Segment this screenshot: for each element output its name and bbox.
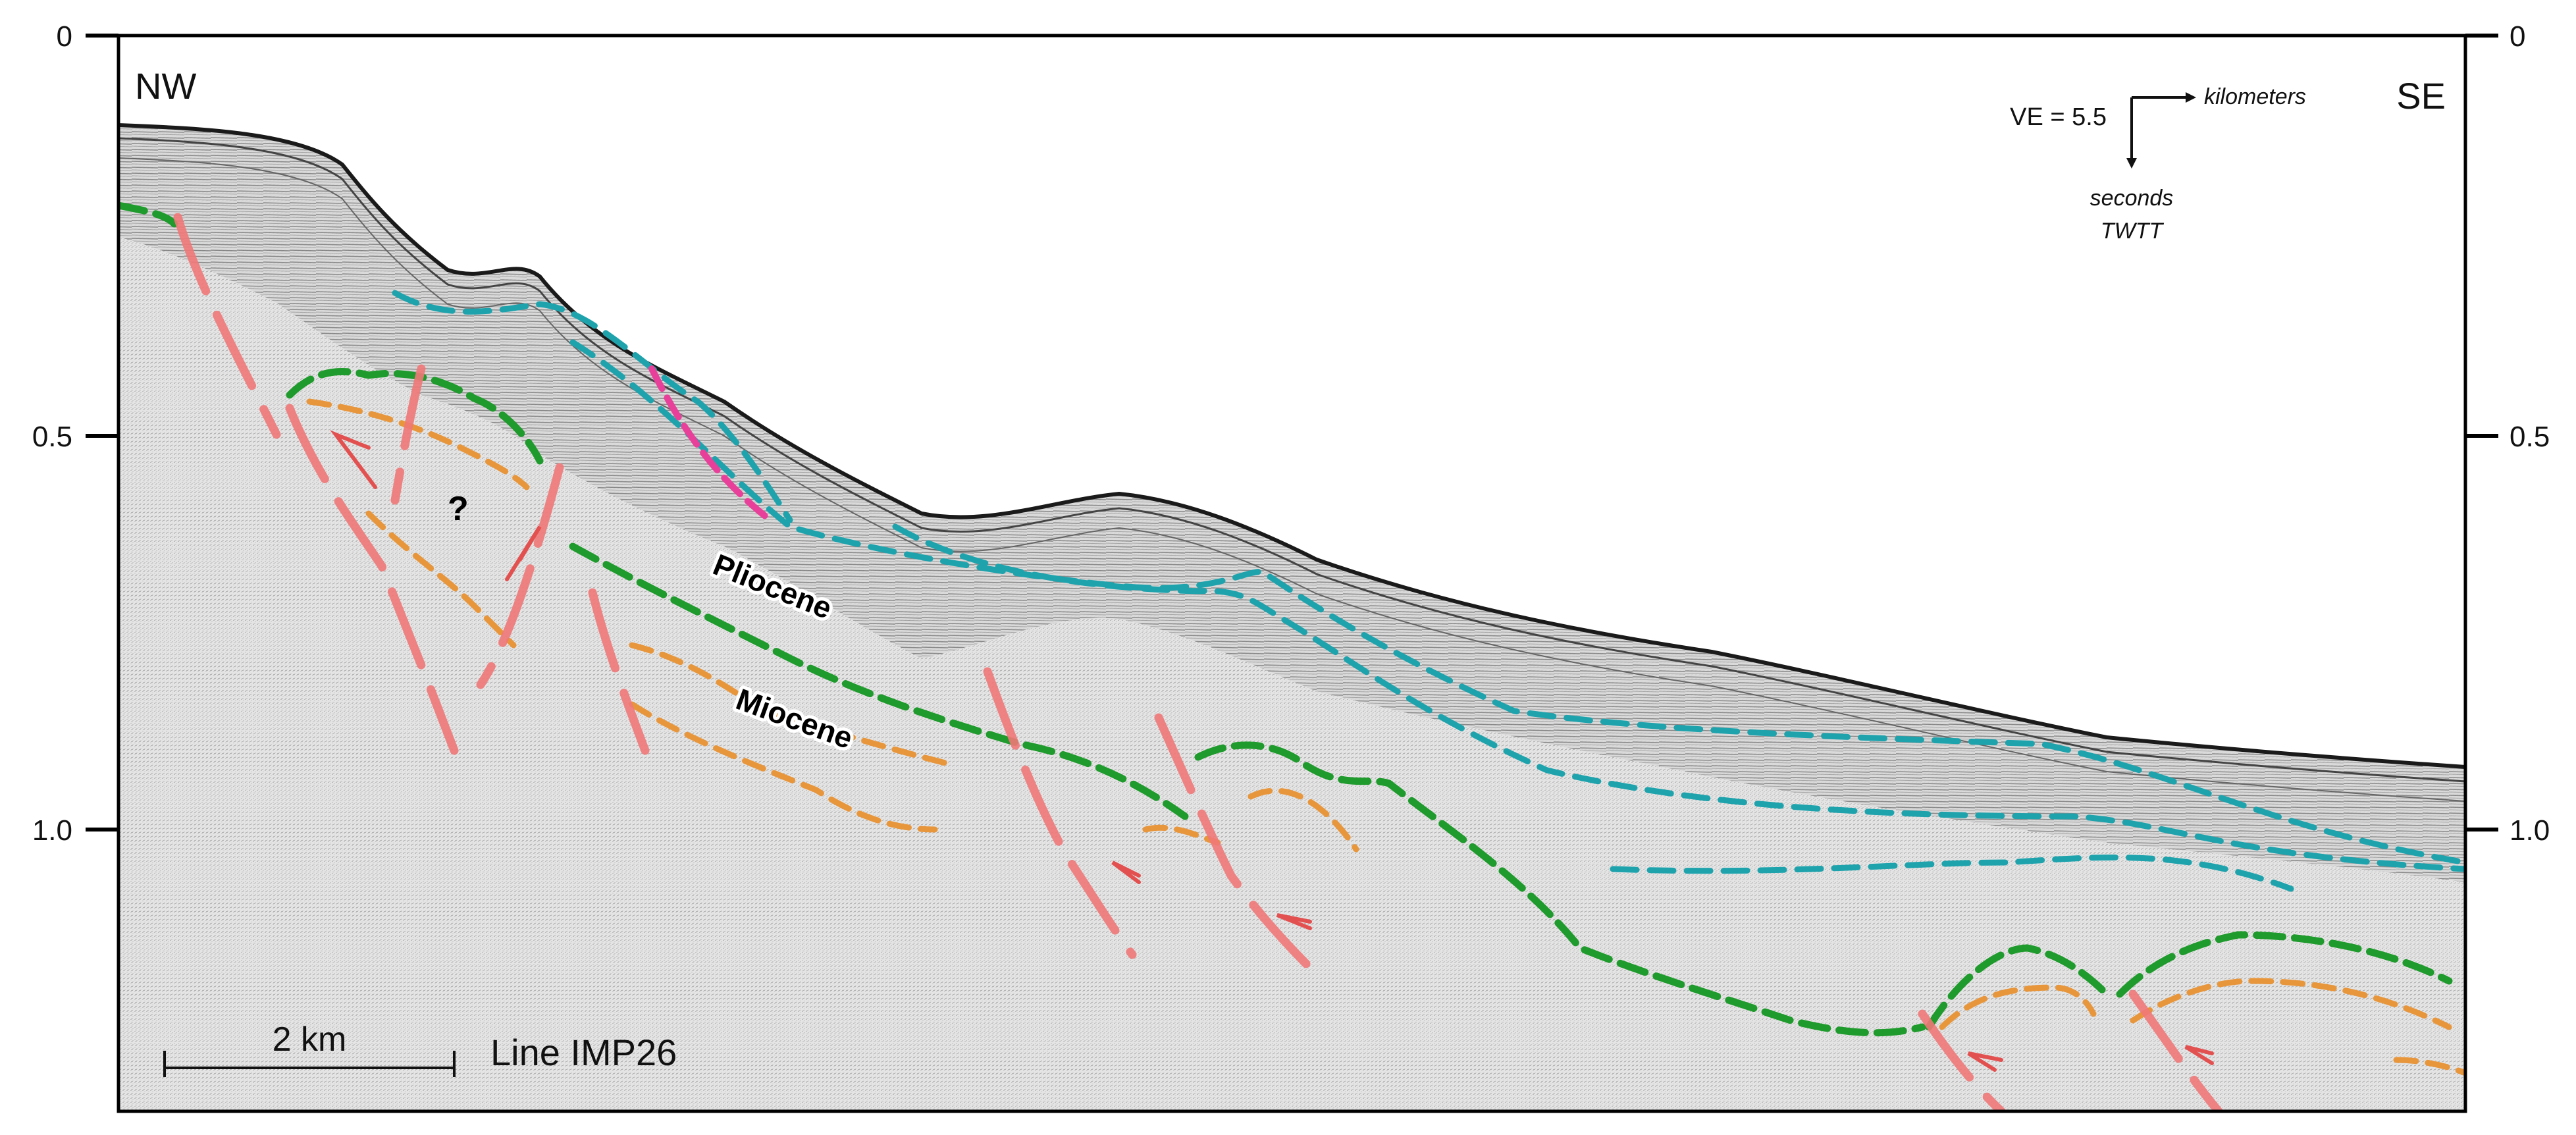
fault-lines [173, 213, 2223, 1111]
cyan-horizons [392, 290, 2465, 892]
arrow-down-icon [2126, 158, 2137, 169]
scale-bar-label: 2 km [273, 1020, 347, 1059]
nw-label: NW [135, 65, 196, 107]
right-tick-label-0: 0 [2510, 20, 2525, 53]
pink-horizon [648, 365, 774, 523]
left-axis: 0 0.5 1.0 [32, 20, 118, 847]
seconds-label: seconds [2090, 186, 2174, 211]
right-axis: 0 0.5 1.0 [2465, 20, 2550, 847]
left-tick-label-2: 1.0 [32, 814, 72, 847]
se-label: SE [2396, 75, 2446, 117]
left-tick-label-0: 0 [57, 20, 72, 53]
panel-frame [117, 34, 2467, 1113]
right-tick-label-1: 0.5 [2510, 421, 2550, 453]
left-tick-label-1: 0.5 [32, 421, 72, 453]
seafloor-reflector [118, 123, 2465, 769]
seismic-panel [118, 36, 2465, 1111]
question-mark-label: ? [448, 490, 469, 528]
arrow-right-icon [2186, 92, 2196, 103]
fault-motion-arrows [330, 430, 2214, 1072]
ve-label: VE = 5.5 [2010, 103, 2107, 131]
line-name-label: Line IMP26 [490, 1032, 677, 1073]
green-horizons [118, 201, 2453, 1037]
kilometers-label: kilometers [2204, 84, 2306, 109]
scale-bar: 2 km [163, 1020, 456, 1077]
orientation-key: VE = 5.5 kilometers seconds TWTT [2010, 84, 2306, 244]
twtt-label: TWTT [2101, 219, 2165, 244]
layered-sediment-band [118, 125, 2465, 882]
right-tick-label-2: 1.0 [2510, 814, 2550, 847]
